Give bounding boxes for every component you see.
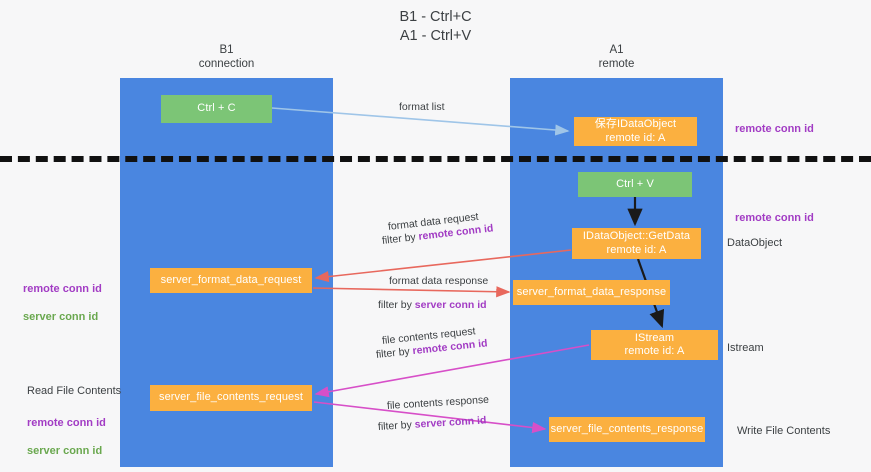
filter-prefix: filter by	[377, 418, 416, 433]
arrow-format-data-response	[312, 286, 511, 298]
node-ctrl-v[interactable]: Ctrl + V	[578, 172, 692, 197]
side-label-remote-conn-id: remote conn id	[23, 283, 102, 295]
arrow-label-format-data-response-filter: filter by server conn id	[378, 298, 487, 312]
filter-key-server-conn-id: server conn id	[414, 414, 487, 431]
side-label-server-conn-id: server conn id	[23, 311, 99, 323]
node-server-file-contents-request[interactable]: server_file_contents_request	[150, 385, 312, 411]
side-label-istream: Istream	[727, 342, 764, 354]
filter-key-server-conn-id: server conn id	[414, 299, 487, 311]
filter-prefix: filter by	[375, 345, 414, 361]
node-server-file-contents-response[interactable]: server_file_contents_response	[549, 417, 705, 442]
node-server-format-data-response[interactable]: server_format_data_response	[513, 280, 670, 305]
filter-prefix: filter by	[381, 230, 420, 247]
side-label-remote-conn-id-top: remote conn id	[735, 123, 814, 135]
filter-prefix: filter by	[378, 299, 415, 311]
side-label-conn-ids-top: remote conn id server conn id	[23, 268, 102, 338]
side-label-read-file-contents: Read File Contents	[27, 385, 122, 397]
side-label-dataobject: DataObject	[727, 237, 783, 249]
node-istream[interactable]: IStream remote id: A	[591, 330, 718, 360]
diagram-title: B1 - Ctrl+C A1 - Ctrl+V	[399, 9, 472, 44]
node-ctrl-c[interactable]: Ctrl + C	[161, 95, 272, 123]
column-header-a1: A1 remote	[598, 44, 635, 70]
arrow-label-file-contents-response: file contents response	[386, 393, 490, 412]
side-label-remote-conn-id: remote conn id	[27, 417, 106, 429]
arrow-label-format-list: format list	[399, 101, 445, 113]
side-label-conn-ids-bottom: remote conn id server conn id	[27, 402, 106, 472]
side-label-write-file-contents: Write File Contents	[737, 425, 831, 437]
arrow-label-file-contents-response-filter: filter by server conn id	[378, 413, 487, 434]
column-header-b1: B1 connection	[198, 44, 255, 70]
side-label-remote-conn-id-mid: remote conn id	[735, 212, 814, 224]
node-idataobject-getdata[interactable]: IDataObject::GetData remote id: A	[572, 228, 701, 259]
side-label-server-conn-id: server conn id	[27, 445, 103, 457]
dashed-divider	[0, 156, 871, 162]
node-save-idataobject[interactable]: 保存IDataObject remote id: A	[574, 117, 697, 146]
node-server-format-data-request[interactable]: server_format_data_request	[150, 268, 312, 293]
arrow-label-format-data-response: format data response	[389, 275, 489, 287]
